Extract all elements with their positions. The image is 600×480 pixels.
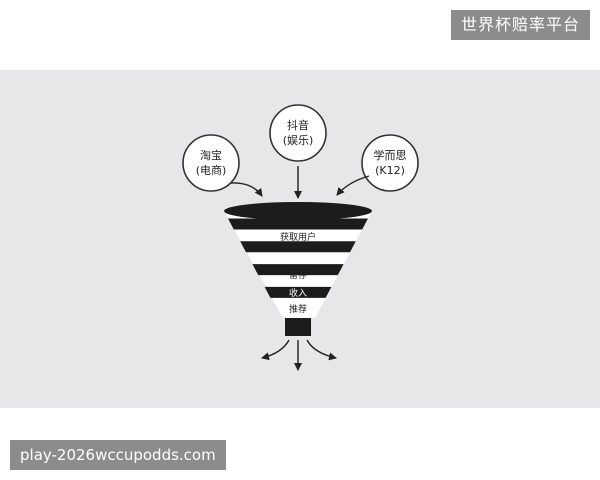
stage-referral: 推荐 <box>289 303 307 315</box>
site-badge: 世界杯赔率平台 <box>450 10 590 40</box>
diagram-panel: 淘宝 (电商) 抖音 (娱乐) 学而思 (K12) 获取用户 激活 <box>0 70 600 408</box>
arrow-taobao-to-funnel <box>230 182 263 197</box>
arrow-out-left <box>261 339 290 361</box>
funnel-rim <box>224 202 372 220</box>
stage-activation: 激活 <box>289 252 307 264</box>
source-douyin-category: (娱乐) <box>283 133 314 147</box>
funnel-band-2 <box>240 241 356 253</box>
source-douyin-name: 抖音 <box>287 118 309 132</box>
funnel-spout <box>285 318 311 336</box>
site-url-badge: play-2026wccupodds.com <box>10 440 226 470</box>
source-xueersi: 学而思 (K12) <box>361 134 419 192</box>
funnel-band-4 <box>264 286 332 298</box>
source-taobao-category: (电商) <box>196 163 227 177</box>
source-xueersi-name: 学而思 <box>374 148 407 162</box>
funnel-band-1 <box>228 218 368 230</box>
source-douyin: 抖音 (娱乐) <box>269 104 327 162</box>
funnel-diagram: 淘宝 (电商) 抖音 (娱乐) 学而思 (K12) 获取用户 激活 <box>182 104 419 371</box>
stage-retention: 留存 <box>289 269 307 281</box>
source-taobao-name: 淘宝 <box>200 148 222 162</box>
funnel: 获取用户 激活 留存 收入 推荐 <box>224 202 372 336</box>
stage-acquisition: 获取用户 <box>280 231 316 243</box>
stage-revenue: 收入 <box>289 287 307 299</box>
arrow-out-right <box>306 339 337 361</box>
source-xueersi-category: (K12) <box>375 164 405 177</box>
source-taobao: 淘宝 (电商) <box>182 134 240 192</box>
funnel-band-3 <box>252 264 344 276</box>
arrow-xueersi-to-funnel <box>336 175 370 196</box>
